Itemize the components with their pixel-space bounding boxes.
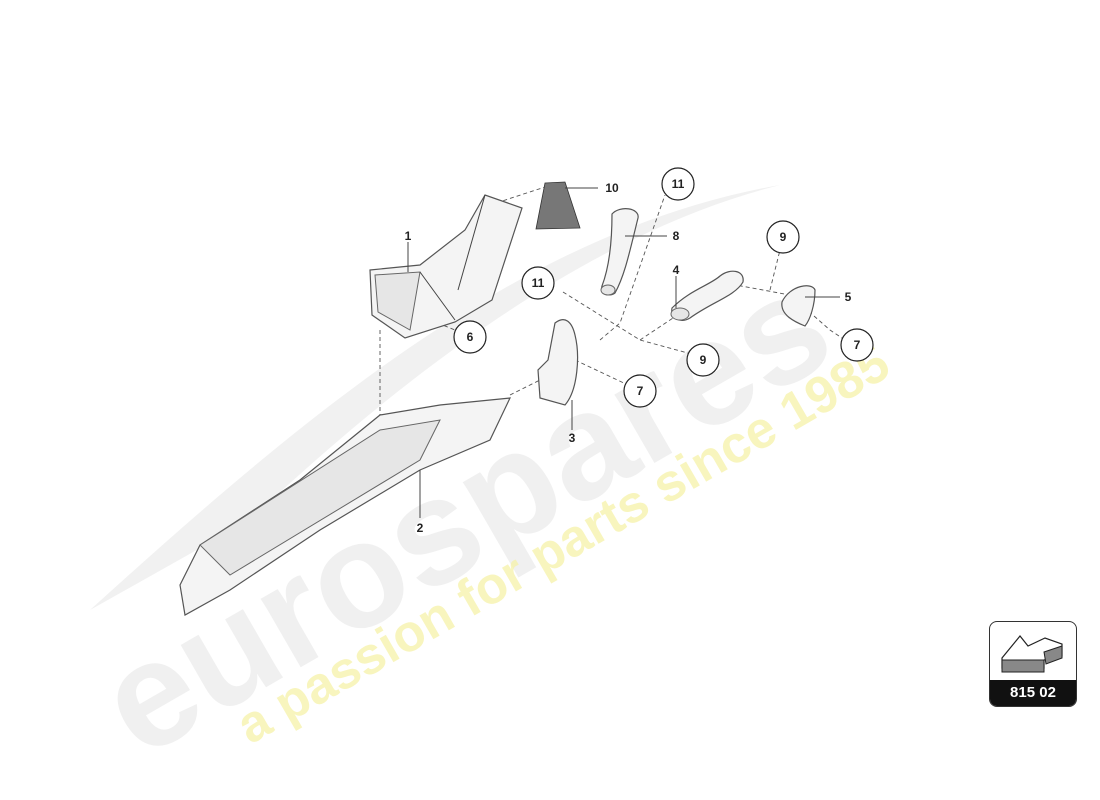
part-4-hose (670, 270, 744, 321)
diagram-code: 815 02 (990, 680, 1076, 706)
callout-2: 2 (417, 521, 424, 535)
callout-circle-9: 9 (766, 220, 800, 254)
svg-text:11: 11 (672, 177, 685, 191)
callout-circle-11: 11 (661, 167, 695, 201)
leader-lines (407, 187, 840, 518)
callout-circle-7: 7 (623, 374, 657, 408)
part-8-hose (600, 208, 639, 296)
callout-10: 10 (605, 181, 619, 195)
diagram-code-badge: 815 02 (989, 621, 1077, 707)
svg-text:7: 7 (637, 384, 644, 398)
svg-text:9: 9 (700, 353, 707, 367)
callout-1: 1 (405, 229, 412, 243)
callout-circle-6: 6 (453, 320, 487, 354)
callout-circle-9: 9 (686, 343, 720, 377)
part-2-sill (179, 397, 511, 616)
svg-text:6: 6 (467, 330, 474, 344)
arrow-direction-icon (1001, 635, 1063, 673)
svg-text:11: 11 (532, 276, 545, 290)
callout-circle-11: 11 (521, 266, 555, 300)
callout-4: 4 (673, 263, 680, 277)
svg-text:7: 7 (854, 338, 861, 352)
part-5-bracket (781, 285, 816, 327)
callout-5: 5 (845, 290, 852, 304)
part-1-duct (369, 194, 523, 339)
part-3-duct (537, 319, 579, 406)
callout-3: 3 (569, 431, 576, 445)
svg-text:9: 9 (780, 230, 787, 244)
callout-8: 8 (673, 229, 680, 243)
callout-circle-7: 7 (840, 328, 874, 362)
part-10-grille (535, 181, 581, 230)
